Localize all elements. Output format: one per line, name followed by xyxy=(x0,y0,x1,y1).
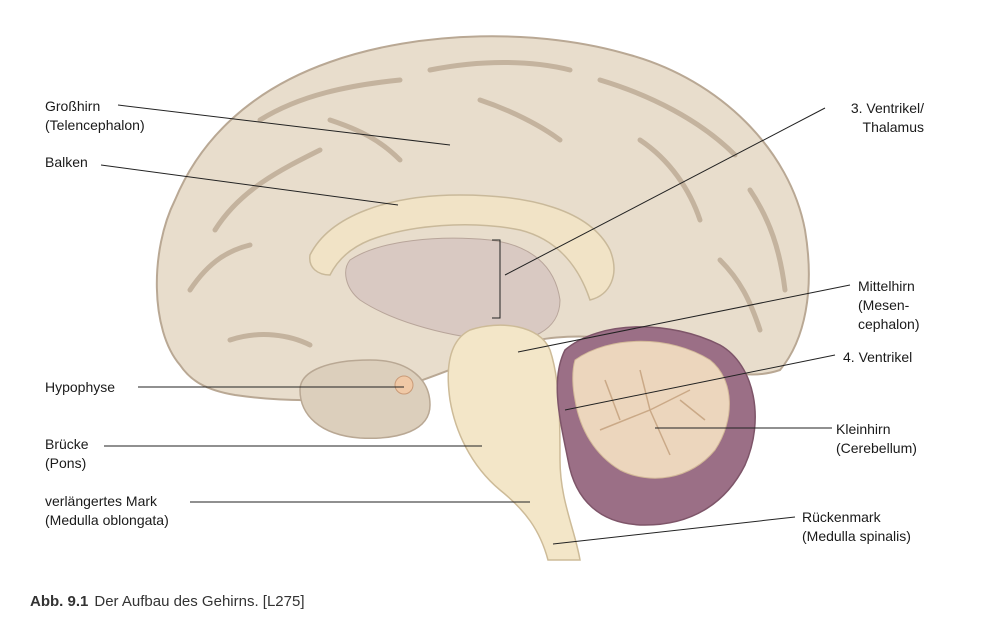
label-line: (Medulla oblongata) xyxy=(45,512,169,528)
label-rueckenmark: Rückenmark (Medulla spinalis) xyxy=(802,508,911,546)
label-line: Balken xyxy=(45,154,88,170)
label-line: cephalon) xyxy=(858,316,920,332)
label-ventrikel4: 4. Ventrikel xyxy=(843,348,912,367)
label-line: (Medulla spinalis) xyxy=(802,528,911,544)
label-line: Großhirn xyxy=(45,98,101,114)
label-line: Mittelhirn xyxy=(858,278,915,294)
label-grosshirn: Großhirn (Telencephalon) xyxy=(45,97,145,135)
gyri-grooves xyxy=(187,60,788,348)
label-hypophyse: Hypophyse xyxy=(45,378,115,397)
temporal-lobe-shape xyxy=(299,359,431,439)
label-line: 4. Ventrikel xyxy=(843,349,913,365)
corpus-callosum-shape xyxy=(309,194,615,301)
label-mittelhirn: Mittelhirn (Mesen- cephalon) xyxy=(858,277,920,334)
label-mark: verlängertes Mark (Medulla oblongata) xyxy=(45,492,169,530)
thalamus-bracket xyxy=(492,239,501,319)
label-line: verlängertes Mark xyxy=(45,493,158,509)
label-line: Thalamus xyxy=(862,119,924,135)
label-line: (Pons) xyxy=(45,455,87,471)
brainstem-shape xyxy=(447,324,581,561)
figure-caption: Abb. 9.1 Der Aufbau des Gehirns. [L275] xyxy=(30,593,305,610)
figure-number: Abb. 9.1 xyxy=(30,593,89,610)
label-line: Hypophyse xyxy=(45,379,116,395)
label-line: (Mesen- xyxy=(858,297,910,313)
label-line: 3. Ventrikel/ xyxy=(850,100,924,116)
label-line: Brücke xyxy=(45,436,89,452)
label-leader-lines xyxy=(100,104,851,545)
label-kleinhirn: Kleinhirn (Cerebellum) xyxy=(836,420,917,458)
label-balken: Balken xyxy=(45,153,88,172)
label-bruecke: Brücke (Pons) xyxy=(45,435,89,473)
label-ventrikel3: 3. Ventrikel/ Thalamus xyxy=(820,99,924,137)
pituitary-shape xyxy=(394,375,414,395)
thalamus-shape xyxy=(345,237,561,342)
figure-caption-text: Der Aufbau des Gehirns. [L275] xyxy=(94,593,305,610)
label-line: (Cerebellum) xyxy=(836,440,917,456)
label-line: (Telencephalon) xyxy=(45,117,145,133)
label-line: Kleinhirn xyxy=(836,421,891,437)
label-line: Rückenmark xyxy=(802,509,881,525)
